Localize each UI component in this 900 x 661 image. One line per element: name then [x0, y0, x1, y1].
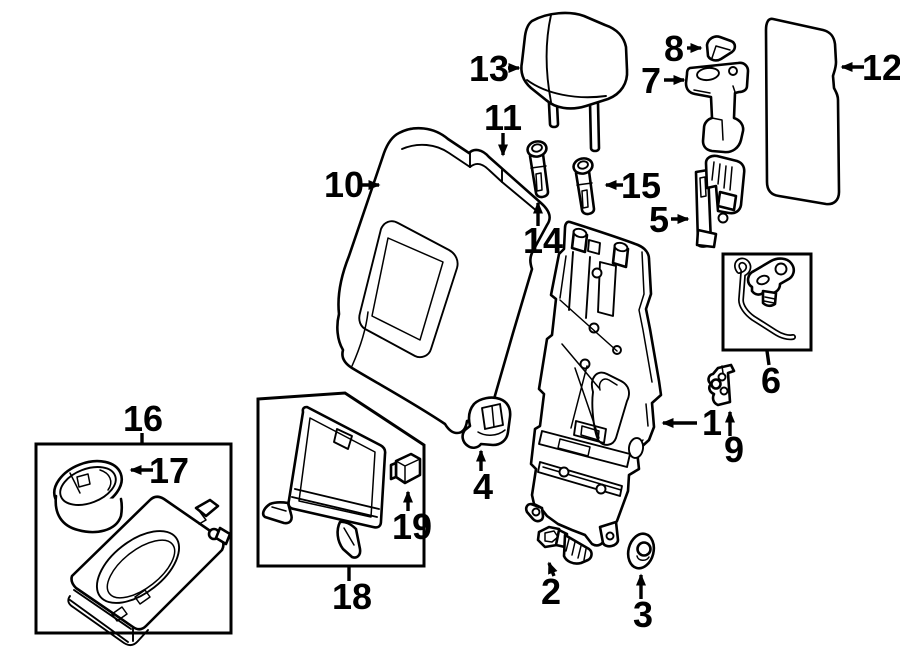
callout-16-label[interactable]: 16 — [123, 398, 163, 439]
headrest-guide-sleeve-14 — [526, 140, 550, 199]
callout-leaders — [129, 43, 864, 599]
callout-2-label[interactable]: 2 — [541, 571, 561, 612]
callout-14-label[interactable]: 14 — [523, 220, 563, 261]
callout-17-label[interactable]: 17 — [149, 450, 189, 491]
clip-19 — [389, 452, 422, 485]
seat-back-cushion — [336, 126, 551, 435]
callout-11-label[interactable]: 11 — [484, 97, 522, 138]
headrest-guide-sleeve-15 — [572, 157, 596, 216]
striker — [746, 257, 796, 308]
bolt-2 — [536, 525, 593, 565]
callout-4-label[interactable]: 4 — [473, 466, 493, 507]
cup-holder — [53, 459, 124, 534]
callout-9-label[interactable]: 9 — [724, 429, 744, 470]
callout-1-label[interactable]: 1 — [702, 402, 722, 443]
release-cable — [734, 257, 796, 341]
headrest-post-right — [588, 100, 601, 153]
part-box-18 — [256, 391, 426, 568]
callout-6-label[interactable]: 6 — [761, 360, 781, 401]
callout-3-label[interactable]: 3 — [633, 594, 653, 635]
seat-back-panel — [261, 405, 387, 559]
part-box-16 — [34, 442, 233, 647]
callout-8-label[interactable]: 8 — [664, 28, 684, 69]
clip-8 — [705, 35, 737, 62]
callout-6-line — [765, 350, 771, 366]
callout-5-label[interactable]: 5 — [649, 199, 669, 240]
seat-frame — [524, 220, 663, 548]
callout-18-label[interactable]: 18 — [332, 576, 372, 617]
bracket-7 — [684, 61, 750, 154]
latch-5 — [694, 154, 746, 249]
callout-10-label[interactable]: 10 — [324, 164, 364, 205]
callout-13-label[interactable]: 13 — [469, 48, 509, 89]
callout-2-arrow — [547, 561, 558, 577]
grommet-3 — [626, 532, 656, 570]
armrest-lid — [67, 495, 232, 647]
callout-7-label[interactable]: 7 — [641, 60, 661, 101]
trim-panel-12 — [764, 17, 841, 206]
callout-15-label[interactable]: 15 — [621, 165, 661, 206]
callout-19-label[interactable]: 19 — [392, 506, 432, 547]
part-box-6 — [721, 252, 813, 352]
bracket-9 — [707, 363, 736, 407]
headrest — [520, 11, 629, 153]
handle-bezel-4 — [461, 396, 512, 450]
callout-labels: 13 8 7 12 11 10 15 14 5 6 9 1 4 2 3 16 1… — [123, 28, 900, 635]
callout-12-label[interactable]: 12 — [862, 47, 900, 88]
